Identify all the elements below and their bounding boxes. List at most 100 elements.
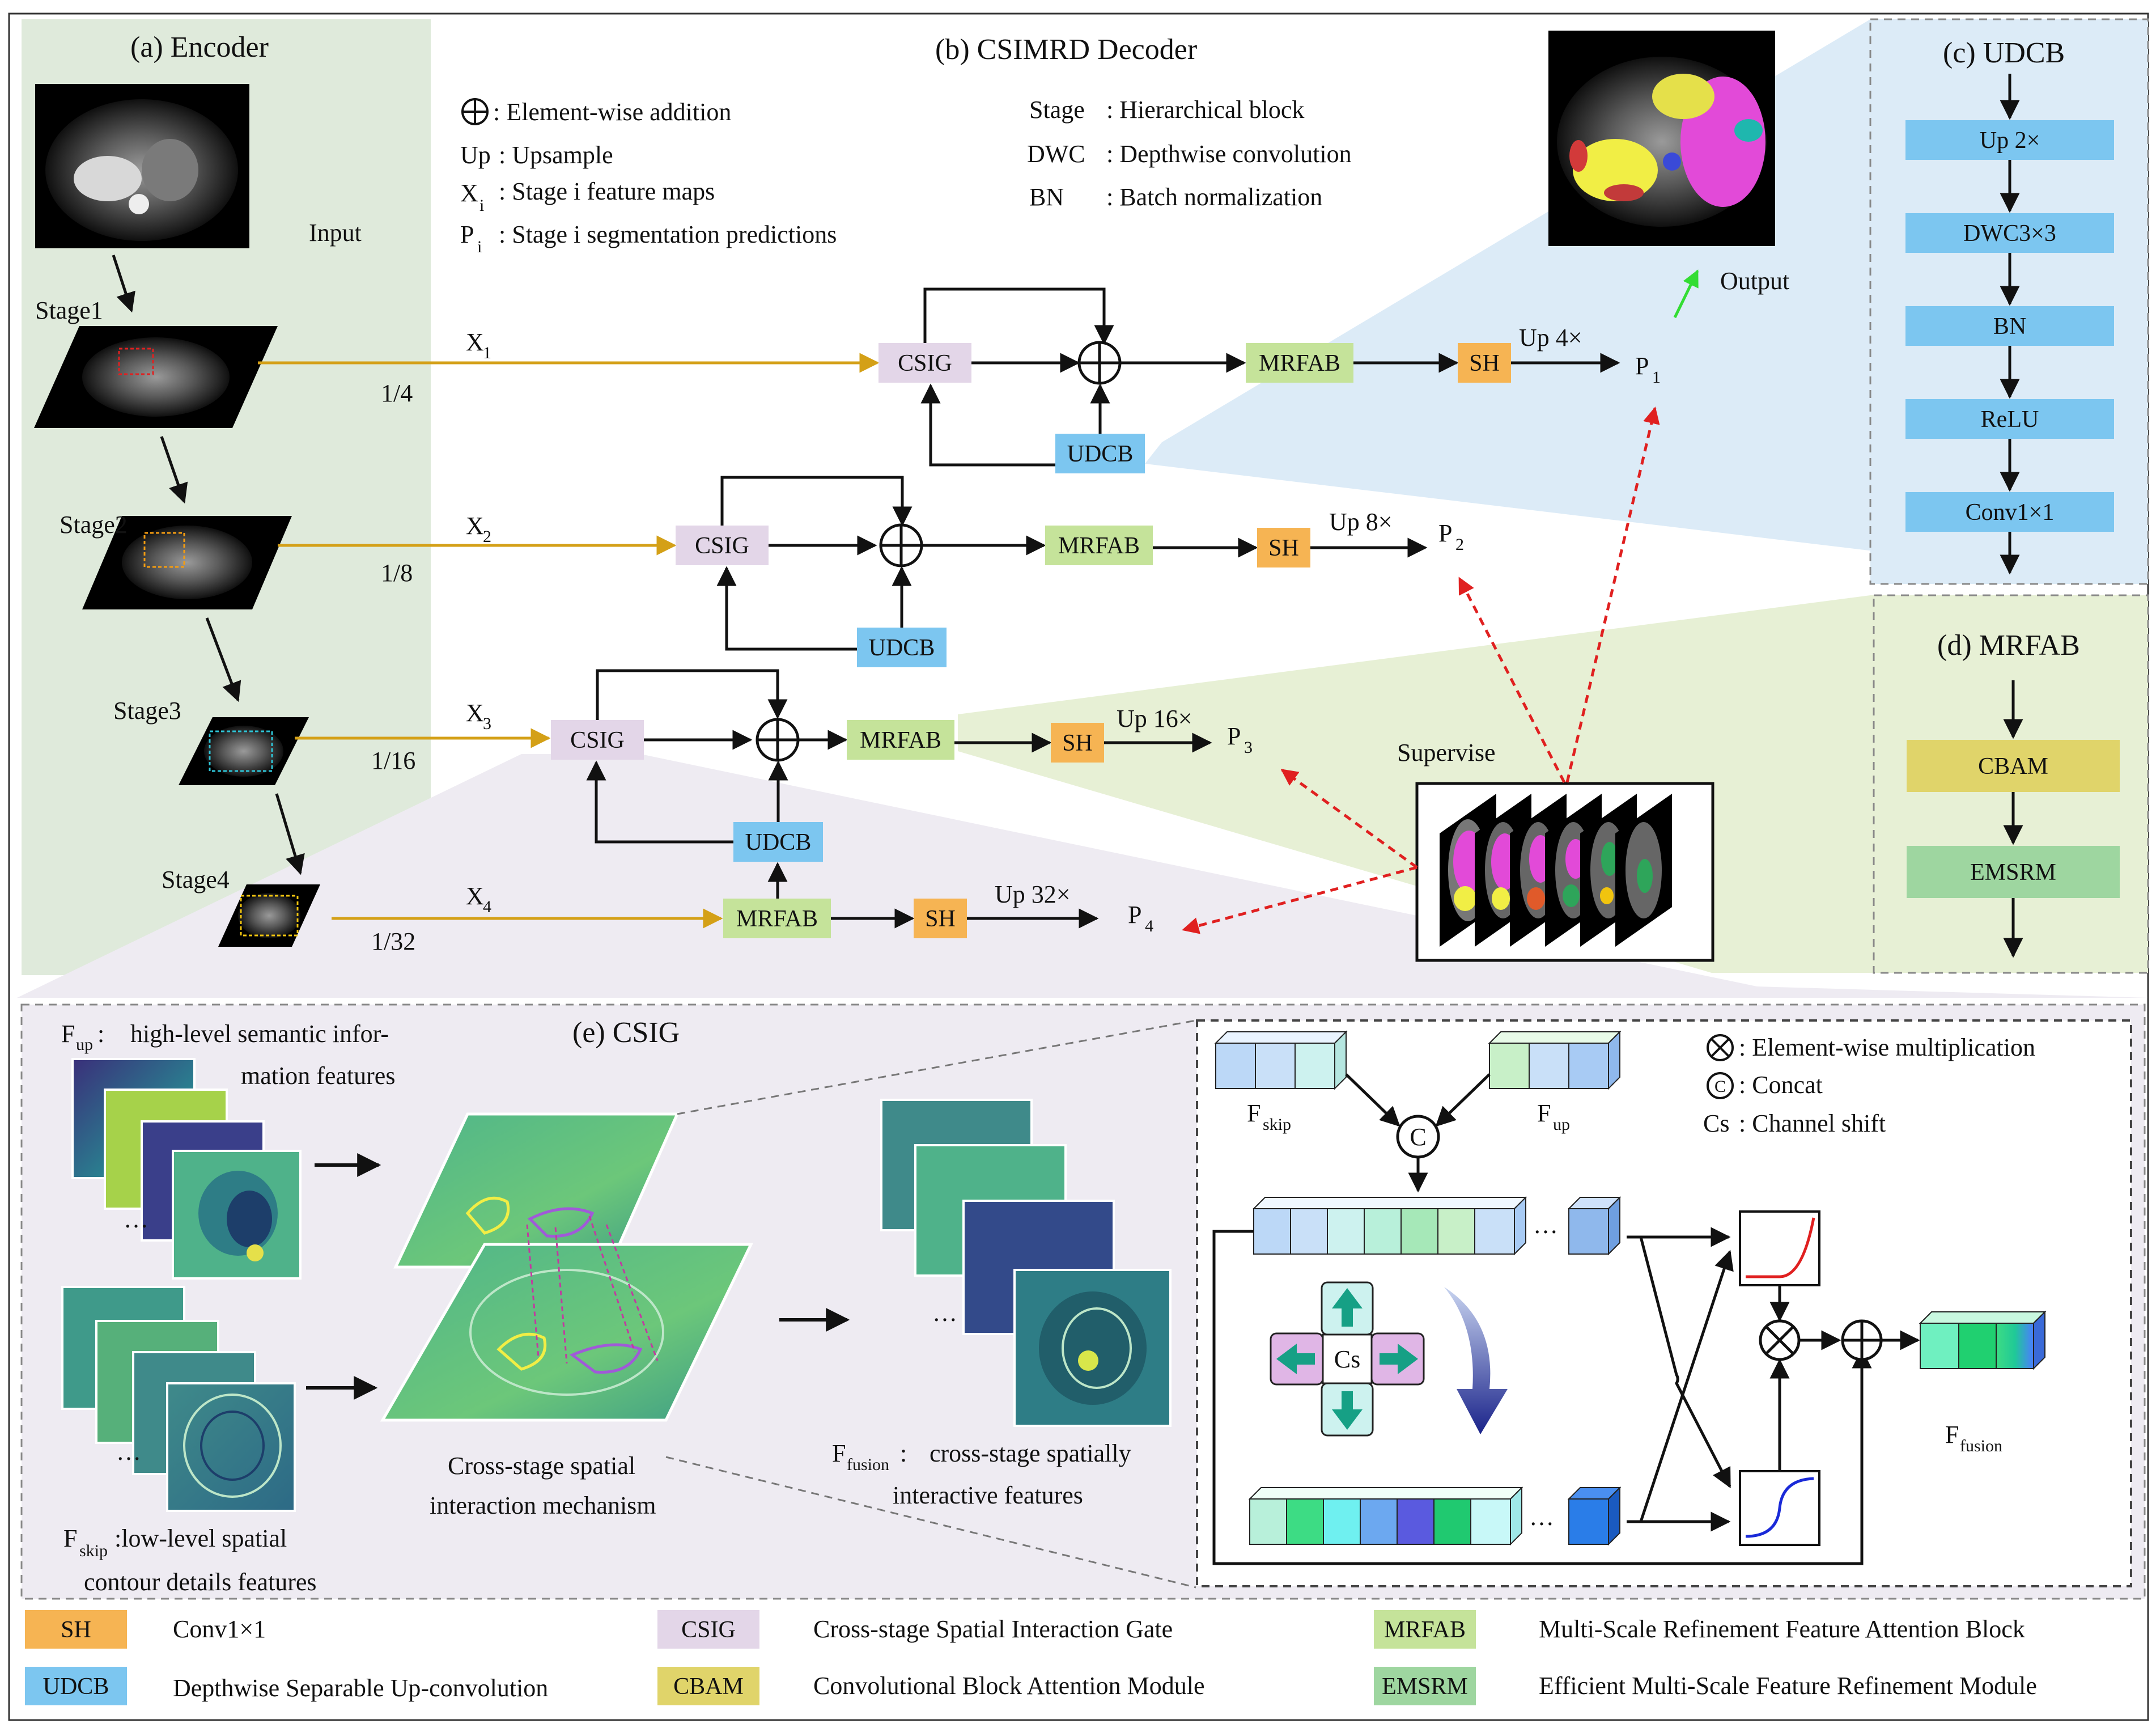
- p-sub-2: 2: [1455, 535, 1464, 554]
- p-label-4: P: [1128, 901, 1141, 929]
- legend-swatch-emsrm: [1374, 1667, 1476, 1705]
- add-node-1: [1077, 341, 1122, 385]
- legend-bn-key: BN: [1029, 183, 1064, 211]
- legend-stage-desc: : Hierarchical block: [1106, 96, 1304, 124]
- udcb-label-1: UDCB: [1067, 441, 1134, 467]
- concat-feedback-line: [1212, 1230, 1872, 1565]
- csig-label-3: CSIG: [570, 727, 625, 753]
- udcb-step-conv: [1905, 492, 2114, 532]
- decoder-title: (b) CSIMRD Decoder: [935, 33, 1197, 66]
- cross-line-b: [1639, 1250, 1734, 1522]
- bypass-1: [923, 287, 1114, 345]
- legend-x-key: X: [460, 179, 478, 207]
- fskip-main: F: [63, 1524, 77, 1552]
- interaction-planes: [380, 1112, 753, 1422]
- mrfab-step-emsrm-label: EMSRM: [1970, 859, 2056, 886]
- output-arrow: [1673, 269, 1699, 319]
- add-node-3: [756, 718, 800, 762]
- shifted-row-ellipsis: …: [1529, 1503, 1554, 1531]
- sh-block-3: [1051, 723, 1104, 763]
- sh-block-1: [1458, 343, 1511, 383]
- relu-activation-box: [1739, 1210, 1820, 1286]
- udcb-title: (c) UDCB: [1943, 37, 2065, 69]
- p-label-1: P: [1635, 352, 1649, 380]
- csig-projection: [17, 754, 2148, 998]
- multiply-node: [1759, 1319, 1801, 1361]
- x-label-4: X: [466, 882, 484, 910]
- sh-block-4: [914, 899, 967, 938]
- udcb-label-3: UDCB: [745, 829, 812, 855]
- mrfab-label-2: MRFAB: [1058, 533, 1140, 559]
- fup-ellipsis: …: [124, 1205, 148, 1233]
- mrfab-step-cbam: [1907, 740, 2120, 792]
- fusion-cube: [1919, 1310, 2047, 1370]
- legend-key-udcb: UDCB: [43, 1674, 109, 1700]
- sh-label-1: SH: [1469, 350, 1500, 376]
- stage2-slice: [82, 516, 292, 609]
- supervise-image-stack: [1415, 782, 1714, 962]
- udcb-step-relu-label: ReLU: [1981, 406, 2039, 433]
- legend-dwc-key: DWC: [1027, 140, 1085, 168]
- udcb-step-dwc: [1905, 213, 2114, 253]
- supervise-arrow-p3: [1280, 768, 1418, 869]
- csig-block-1: [878, 343, 971, 383]
- legend-p-sub: i: [477, 238, 482, 256]
- legend-desc-udcb: Depthwise Separable Up-convolution: [173, 1674, 548, 1702]
- legend-key-cbam: CBAM: [673, 1674, 744, 1700]
- fusion-desc-2: interactive features: [893, 1481, 1083, 1509]
- x-sub-4: 4: [483, 897, 491, 916]
- fup-sub: up: [76, 1035, 93, 1054]
- fskip-to-concat: [1345, 1073, 1400, 1127]
- legend-key-emsrm: EMSRM: [1382, 1674, 1468, 1700]
- fusion-feature-maps: [880, 1099, 1172, 1427]
- stage3-slice: [179, 717, 309, 785]
- zoom-line-bottom: [665, 1456, 1196, 1589]
- stage4-label: Stage4: [162, 866, 230, 893]
- up-label-3: Up 16×: [1117, 705, 1192, 732]
- legend-key-csig: CSIG: [681, 1617, 736, 1643]
- legend-key-sh: SH: [61, 1617, 91, 1643]
- mrfab-label-1: MRFAB: [1259, 350, 1340, 376]
- cs-key: Cs: [1703, 1109, 1729, 1137]
- sh-label-4: SH: [925, 906, 956, 932]
- mrfab-block-3: [847, 720, 954, 760]
- p-sub-4: 4: [1145, 917, 1153, 935]
- legend-bn-desc: : Batch normalization: [1106, 183, 1322, 211]
- udcb-step-relu: [1905, 399, 2114, 439]
- udcb-step-bn-label: BN: [1993, 314, 2026, 340]
- csig-title: (e) CSIG: [572, 1017, 680, 1049]
- udcb-step-dwc-label: DWC3×3: [1963, 221, 2056, 247]
- udcb-to-csig-2: [716, 566, 857, 651]
- input-ct-image: [35, 84, 249, 248]
- supervise-arrow-p1: [1565, 406, 1660, 783]
- fskip-cube: [1214, 1030, 1348, 1090]
- p-label-3: P: [1227, 722, 1241, 750]
- stage3-label: Stage3: [113, 697, 181, 725]
- legend-stage-key: Stage: [1029, 96, 1085, 124]
- legend-key-mrfab: MRFAB: [1384, 1617, 1466, 1643]
- fup-cube-main: F: [1537, 1099, 1551, 1127]
- cs-desc: : Channel shift: [1739, 1109, 1886, 1137]
- udcb-to-csig-3: [586, 760, 733, 844]
- fskip-feature-maps: [61, 1286, 296, 1512]
- fup-main: F: [61, 1020, 75, 1048]
- fusion-sub: fusion: [847, 1455, 889, 1474]
- bypass-2: [720, 476, 913, 527]
- shift-swirl-arrow: [1444, 1287, 1508, 1434]
- legend-swatch-sh: [25, 1610, 127, 1649]
- enc-arrow-2: [160, 436, 188, 504]
- scale-2: 1/8: [381, 559, 413, 587]
- udcb-label-2: UDCB: [869, 635, 935, 661]
- mrfab-step-cbam-label: CBAM: [1978, 753, 2048, 780]
- fskip-cube-sub: skip: [1263, 1115, 1291, 1134]
- stage4-slice: [218, 884, 320, 947]
- x-sub-3: 3: [483, 714, 491, 733]
- sh-block-2: [1257, 528, 1310, 567]
- cross-line-a: [1639, 1236, 1731, 1489]
- mrfab-block-4: [723, 899, 831, 938]
- stage1-slice: [34, 326, 278, 428]
- udcb-step-bn: [1905, 306, 2114, 346]
- p-sub-3: 3: [1244, 738, 1253, 757]
- sh-label-2: SH: [1268, 535, 1299, 561]
